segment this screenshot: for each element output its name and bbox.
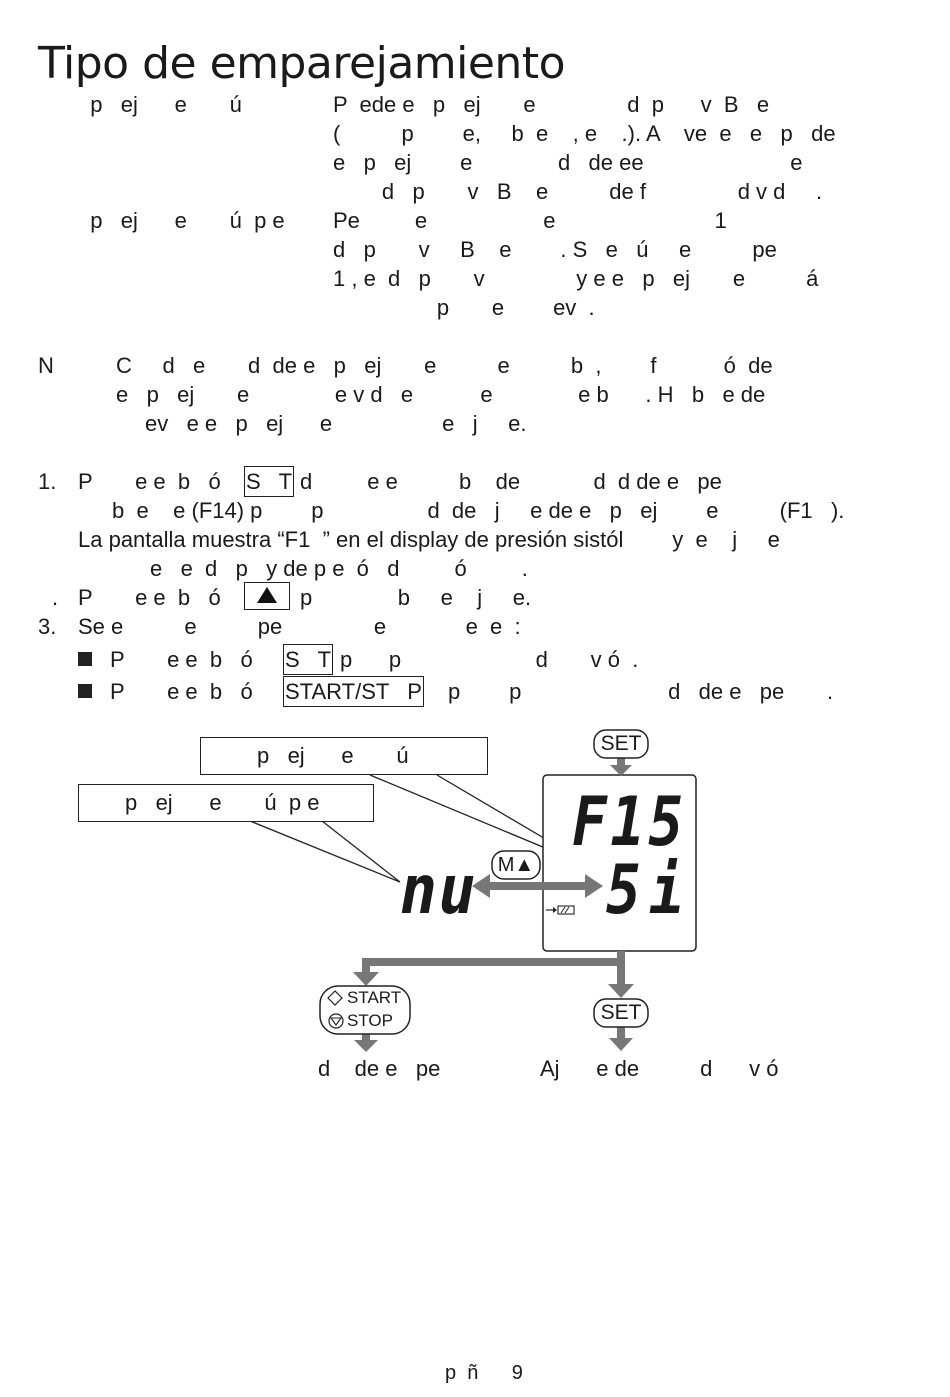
definition-term-2: p ej e ú p e [78, 208, 285, 233]
lcd-top-readout: F15 [572, 783, 687, 862]
set-button-top-label: SET [600, 732, 642, 755]
step-1-text-a: P e e b ó [78, 469, 221, 494]
flow-line [617, 951, 625, 987]
down-arrow-icon [353, 972, 379, 986]
stop-circle-icon [328, 1013, 344, 1029]
down-arrow-icon [354, 1040, 378, 1052]
set-button-inline-2: S T [283, 644, 334, 675]
bullet-square-icon [78, 652, 92, 666]
definition-2-line-1: Pe e e 1 [333, 208, 727, 233]
callout-line [249, 820, 401, 883]
caption-right: Aj e de d v ó [540, 1056, 779, 1081]
step-1-line-4: e e d p y de p e ó d ó . [150, 556, 528, 581]
label-pairing-multiple: p ej e ú p e [78, 784, 374, 822]
caption-left: d de e pe [318, 1056, 441, 1081]
definition-1-line-4: d p v B e de f d v d . [333, 179, 823, 204]
flow-line [362, 958, 625, 966]
note-line-2: e p ej e e v d e e e b . H b e de [116, 382, 766, 407]
note-line-1: C d e d de e p ej e e b , f ó de [116, 353, 773, 378]
stop-triangle-icon [329, 1017, 343, 1026]
set-button-bottom [593, 998, 649, 1028]
m-up-button [491, 850, 541, 880]
set-button-inline: S T [244, 466, 295, 497]
right-arrow-icon [585, 874, 603, 898]
definition-1-line-1: P ede e p ej e d p v B e [333, 92, 770, 117]
lcd-left-readout: nu [400, 851, 478, 930]
down-arrow-icon [609, 1038, 633, 1051]
definition-term-1: p ej e ú [78, 92, 242, 117]
up-button-inline [244, 582, 290, 611]
page-title: Tipo de emparejamiento [38, 38, 566, 89]
left-arrow-icon [472, 874, 490, 898]
step-3-text: Se e e pe e e e : [78, 614, 521, 639]
definition-1-line-2: ( p e, b e , e .). A ve e e p de [333, 121, 836, 146]
label-pairing-single: p ej e ú [200, 737, 488, 775]
start-label: START [347, 988, 402, 1007]
bullet-square-icon [78, 684, 92, 698]
definition-1-line-3: e p ej e d de ee e [333, 150, 803, 175]
bullet-2-text-b: p p d de e pe . [448, 679, 834, 704]
note-line-3: ev e e p ej e e j e. [145, 411, 527, 436]
battery-icon [546, 905, 575, 915]
down-arrow-icon [610, 765, 632, 776]
lcd-bottom-readout: 5i [606, 851, 693, 930]
flow-line [362, 958, 370, 974]
step-1-line-3: La pantalla muestra “F1 ” en el display … [78, 527, 780, 552]
start-diamond-icon [327, 990, 343, 1006]
page-number: p ñ 9 [445, 1362, 523, 1384]
start-stop-button-inline: START/ST P [283, 676, 424, 707]
definition-2-line-3: 1 , e d p v y e e p ej e á [333, 266, 819, 291]
up-triangle-icon [244, 582, 290, 610]
set-button-bottom-label: SET [600, 1001, 642, 1024]
stop-label: STOP [347, 1011, 393, 1030]
arrow-stem [617, 757, 625, 767]
definition-2-line-4: p e ev . [333, 295, 595, 320]
double-arrow [486, 882, 590, 890]
bullet-2-text-a: P e e b ó [110, 679, 253, 704]
m-up-button-label: M▲ [497, 854, 535, 876]
callout-line [321, 820, 401, 883]
bullet-1-text-b: p p d v ó . [340, 647, 639, 672]
flow-line [362, 1034, 370, 1042]
step-3-number: 3. [38, 614, 57, 639]
down-arrow-icon [608, 984, 634, 998]
step-2-text-b: p b e j e. [300, 585, 532, 610]
note-label: N [38, 353, 54, 378]
flow-line [617, 1026, 625, 1040]
step-2-number: . [52, 585, 59, 610]
step-2-text-a: P e e b ó [78, 585, 221, 610]
step-1-number: 1. [38, 469, 57, 494]
definition-2-line-2: d p v B e . S e ú e pe [333, 237, 777, 262]
bullet-1: P e e b ó [78, 645, 253, 674]
bullet-2: P e e b ó [78, 677, 253, 706]
step-1-line-2: b e e (F14) p p d de j e de e p ej e (F1… [112, 498, 845, 523]
step-1-text-b: d e e b de d d de e pe [300, 469, 722, 494]
set-button-top [593, 729, 649, 759]
bullet-1-text-a: P e e b ó [110, 647, 253, 672]
